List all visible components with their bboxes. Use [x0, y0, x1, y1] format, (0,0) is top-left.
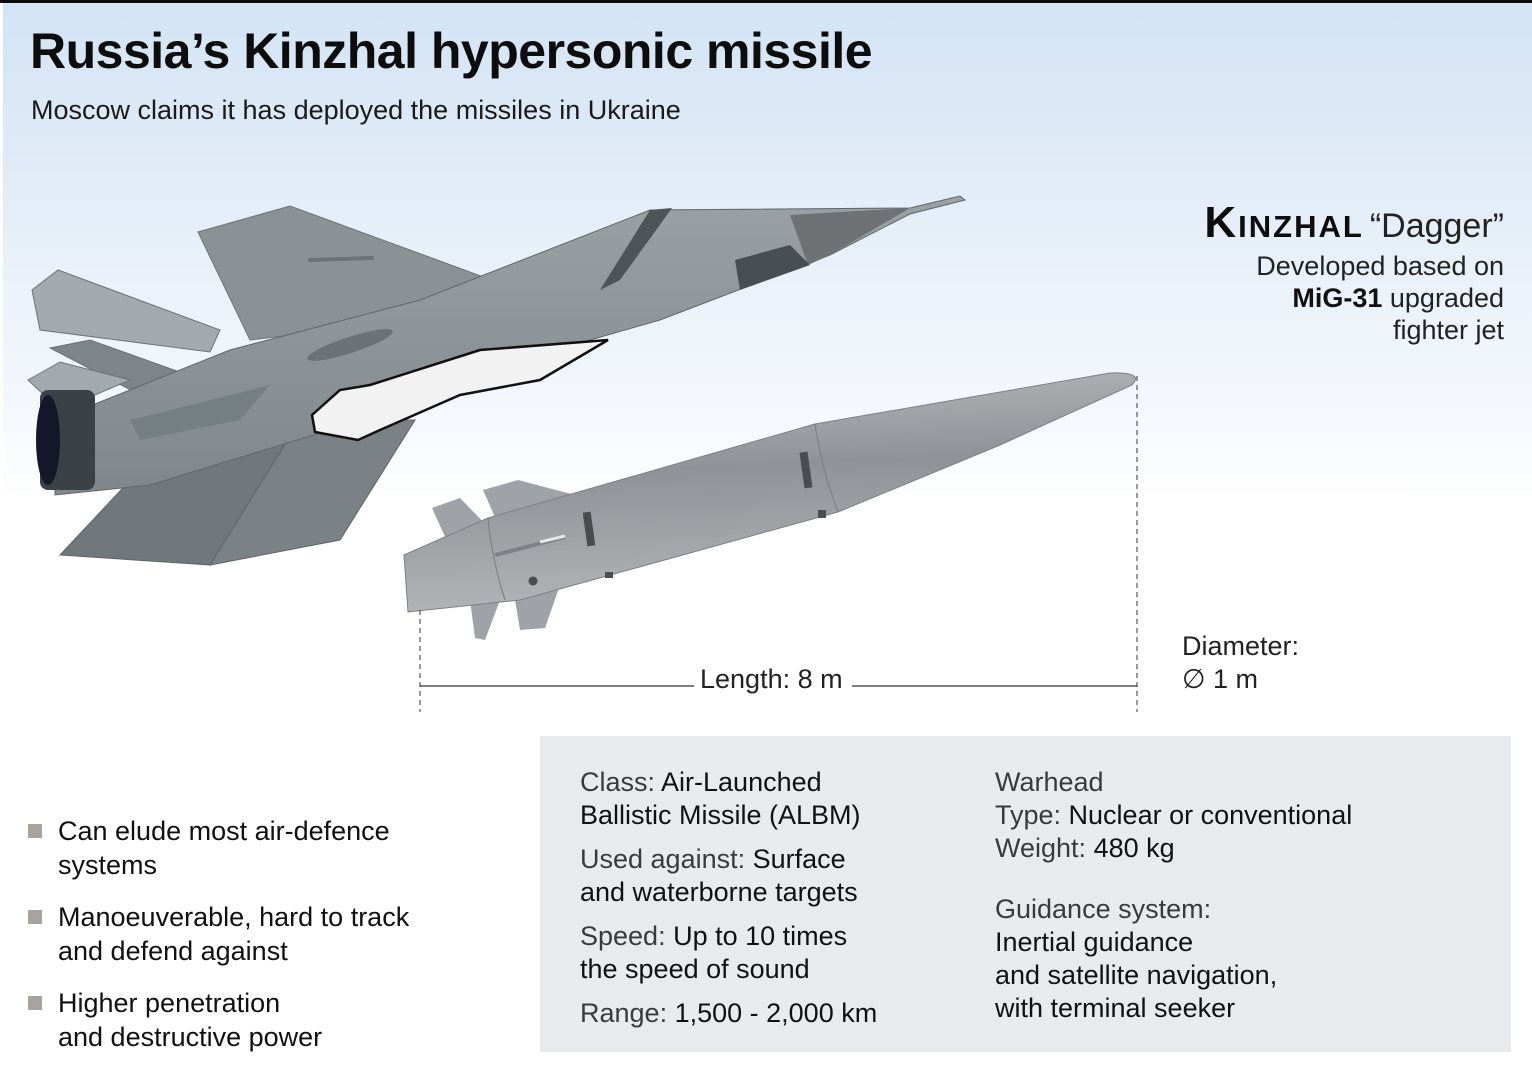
spec-label: Type: — [995, 800, 1069, 830]
spec-value: Nuclear or conventional — [1068, 800, 1353, 830]
spec-label: Weight: — [995, 833, 1094, 863]
spec-label: Class: — [580, 767, 662, 797]
bullet-line: Can elude most air-defence — [58, 816, 390, 846]
spec-value: 1,500 - 2,000 km — [674, 998, 878, 1028]
desc-bold: MiG-31 — [1292, 283, 1383, 313]
kinzhal-missile-icon — [403, 372, 1136, 640]
jet-and-missile-illustration — [27, 195, 1138, 712]
spec-value: 480 kg — [1093, 833, 1175, 863]
list-item: Higher penetration and destructive power — [28, 986, 498, 1054]
specs-panel: Class: Air-Launched Ballistic Missile (A… — [540, 736, 1511, 1052]
spec-label: Range: — [580, 998, 675, 1028]
missile-name: Kinzhal — [1204, 198, 1364, 247]
feature-list: Can elude most air-defence systems Manoe… — [28, 814, 498, 1072]
missile-description: Developed based on MiG-31 upgraded fight… — [1204, 250, 1504, 346]
spec-label: Used against: — [580, 844, 753, 874]
spec-value: Inertial guidance — [995, 927, 1194, 957]
bullet-line: Higher penetration — [58, 988, 281, 1018]
desc-rest: upgraded — [1382, 283, 1504, 313]
bullet-square-icon — [28, 910, 42, 924]
specs-column-right: Warhead Type: Nuclear or conventional We… — [995, 766, 1495, 1036]
desc-line-1: Developed based on — [1256, 251, 1504, 281]
spec-value: and satellite navigation, — [995, 960, 1278, 990]
page-title: Russia’s Kinzhal hypersonic missile — [30, 23, 873, 79]
bullet-line: systems — [58, 850, 158, 880]
spec-value: Up to 10 times — [673, 921, 848, 951]
length-label: Length: 8 m — [700, 664, 843, 694]
spec-value: and waterborne targets — [580, 877, 858, 907]
spec-used-against: Used against: Surface and waterborne tar… — [580, 843, 980, 909]
spec-label: Guidance system: — [995, 894, 1212, 924]
missile-alias: “Dagger” — [1369, 207, 1504, 245]
desc-line-2: MiG-31 upgraded — [1204, 282, 1504, 314]
spec-value: Air-Launched — [661, 767, 822, 797]
spec-value: Surface — [752, 844, 846, 874]
bullet-square-icon — [28, 824, 42, 838]
missile-name-block: Kinzhal“Dagger” Developed based on MiG-3… — [1204, 198, 1504, 346]
spec-guidance: Guidance system: Inertial guidance and s… — [995, 893, 1495, 1025]
length-dimension — [419, 376, 1138, 712]
spec-range: Range: 1,500 - 2,000 km — [580, 997, 980, 1030]
spec-heading: Warhead — [995, 767, 1104, 797]
bullet-square-icon — [28, 996, 42, 1010]
page-subtitle: Moscow claims it has deployed the missil… — [31, 95, 681, 125]
spec-warhead: Warhead Type: Nuclear or conventional We… — [995, 766, 1495, 865]
diameter-value: ∅ 1 m — [1182, 664, 1259, 694]
spec-class: Class: Air-Launched Ballistic Missile (A… — [580, 766, 980, 832]
spec-label: Speed: — [580, 921, 674, 951]
specs-column-left: Class: Air-Launched Ballistic Missile (A… — [580, 766, 980, 1041]
bullet-line: Manoeuverable, hard to track — [58, 902, 410, 932]
top-border — [0, 0, 1532, 3]
spec-value: Ballistic Missile (ALBM) — [580, 800, 861, 830]
bullet-line: and defend against — [58, 936, 288, 966]
bullet-line: and destructive power — [58, 1022, 323, 1052]
diameter-label: Diameter: — [1182, 631, 1300, 661]
desc-line-3: fighter jet — [1392, 315, 1504, 345]
list-item: Manoeuverable, hard to track and defend … — [28, 900, 498, 968]
diameter-block: Diameter: ∅ 1 m — [1182, 630, 1299, 696]
spec-speed: Speed: Up to 10 times the speed of sound — [580, 920, 980, 986]
list-item: Can elude most air-defence systems — [28, 814, 498, 882]
spec-value: the speed of sound — [580, 954, 810, 984]
spec-value: with terminal seeker — [995, 993, 1236, 1023]
mig31-jet-icon — [27, 195, 967, 566]
